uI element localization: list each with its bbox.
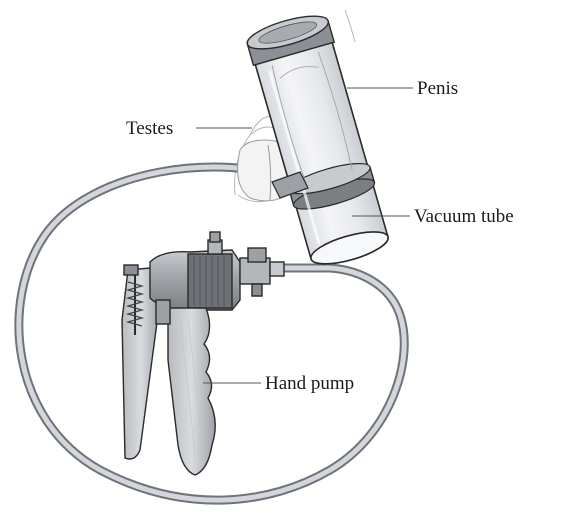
label-penis: Penis: [417, 78, 458, 99]
label-testes: Testes: [126, 118, 173, 139]
hand-pump: [122, 232, 284, 475]
label-vacuum-tube: Vacuum tube: [414, 206, 514, 227]
label-hand-pump: Hand pump: [265, 373, 354, 394]
